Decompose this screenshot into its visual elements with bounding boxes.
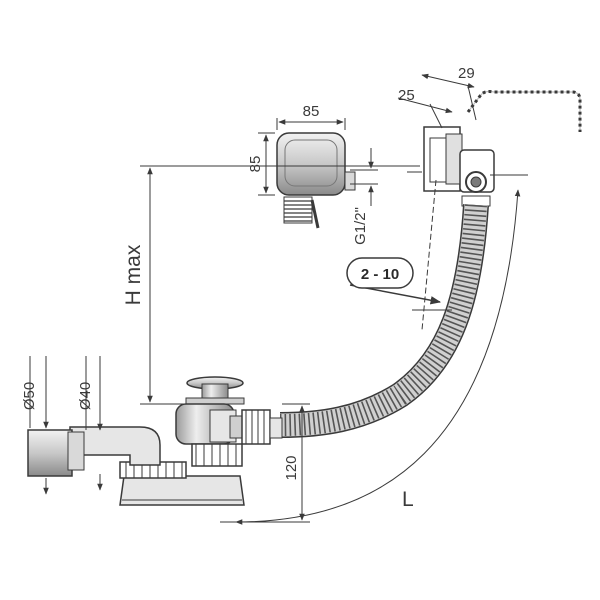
dim-85-height-label: 85 xyxy=(247,156,264,173)
drain-plug xyxy=(185,376,245,405)
dim-length: L xyxy=(235,174,528,525)
drain-body xyxy=(175,403,283,467)
thickness-range-label: 2 - 10 xyxy=(361,266,399,283)
dim-29-25: 29 25 xyxy=(397,65,477,129)
dim-25-label: 25 xyxy=(398,87,415,104)
dim-dia-40: Ø40 xyxy=(77,356,103,491)
dim-thread: G1/2" xyxy=(350,148,378,245)
dim-120-label: 120 xyxy=(283,455,300,480)
bath-thickness-badge: 2 - 10 xyxy=(346,171,452,331)
dim-85-width-label: 85 xyxy=(303,103,320,120)
dim-h-max: H max xyxy=(122,165,420,405)
siphon xyxy=(119,461,245,506)
dim-29-label: 29 xyxy=(458,65,475,82)
thread-label: G1/2" xyxy=(352,207,369,245)
outlet-pipe xyxy=(27,426,161,477)
dim-dia-50: Ø50 xyxy=(21,356,49,495)
dim-85-vertical: 85 xyxy=(247,132,275,196)
chain xyxy=(466,90,582,132)
overflow-spring xyxy=(283,196,313,224)
h-max-label: H max xyxy=(122,244,145,305)
dia-40-label: Ø40 xyxy=(77,382,94,410)
dia-50-label: Ø50 xyxy=(21,382,38,410)
flexible-hose xyxy=(279,204,489,438)
overflow-head xyxy=(276,132,356,229)
length-label: L xyxy=(402,488,414,511)
dim-85-horizontal: 85 xyxy=(276,103,346,130)
